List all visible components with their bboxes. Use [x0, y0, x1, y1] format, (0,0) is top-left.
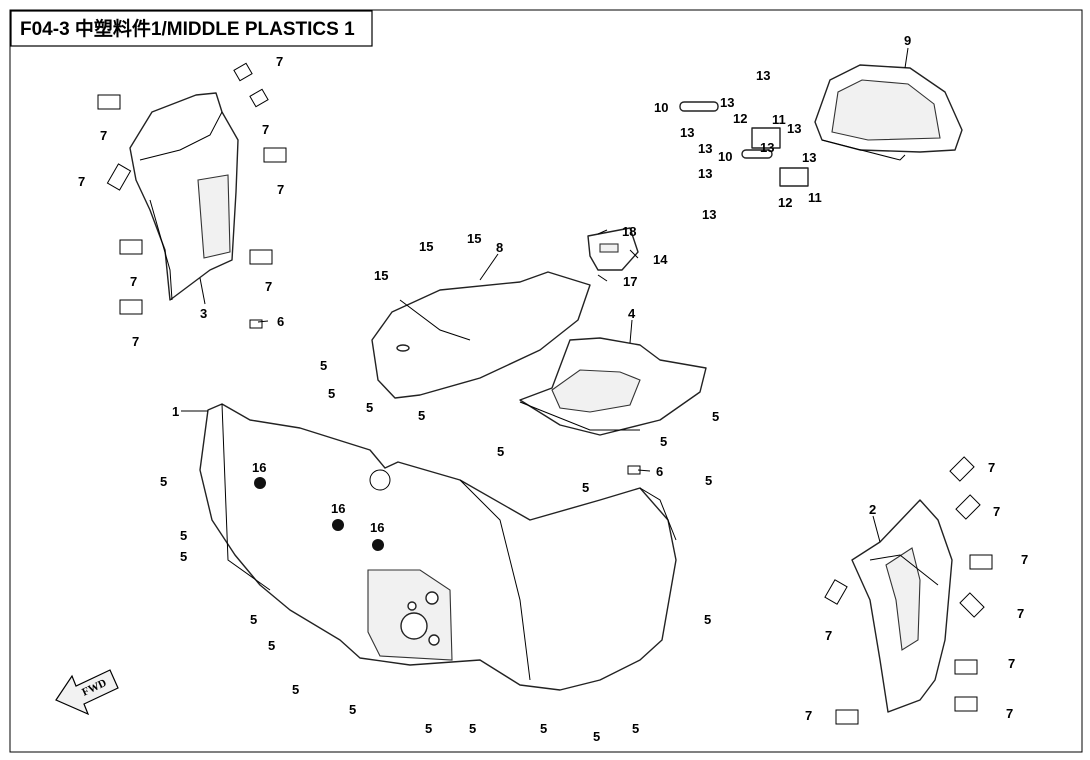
callout-5: 5 [497, 444, 504, 459]
fasteners [97, 62, 993, 725]
callout-7: 7 [132, 334, 139, 349]
callout-13: 13 [756, 68, 770, 83]
callout-5: 5 [425, 721, 432, 736]
callout-18: 18 [622, 224, 636, 239]
callout-7: 7 [277, 182, 284, 197]
callout-7: 7 [825, 628, 832, 643]
callout-5: 5 [349, 702, 356, 717]
callout-13: 13 [698, 166, 712, 181]
forward-direction-arrow: FWD [55, 669, 119, 716]
callout-7: 7 [805, 708, 812, 723]
callout-4: 4 [628, 306, 636, 321]
callout-7: 7 [78, 174, 85, 189]
callout-5: 5 [268, 638, 275, 653]
part-8-seat [371, 271, 591, 399]
callout-5: 5 [660, 434, 667, 449]
hinge-assembly [679, 101, 809, 187]
callout-3: 3 [200, 306, 207, 321]
callout-12: 12 [778, 195, 792, 210]
callout-13: 13 [802, 150, 816, 165]
part-2-right-side-panel [851, 499, 953, 713]
callout-12: 12 [733, 111, 747, 126]
callout-13: 13 [680, 125, 694, 140]
callout-5: 5 [366, 400, 373, 415]
callout-5: 5 [540, 721, 547, 736]
callout-7: 7 [1017, 606, 1024, 621]
callout-13: 13 [720, 95, 734, 110]
callout-5: 5 [469, 721, 476, 736]
callout-5: 5 [160, 474, 167, 489]
callout-5: 5 [582, 480, 589, 495]
callout-5: 5 [704, 612, 711, 627]
callout-8: 8 [496, 240, 503, 255]
callout-7: 7 [276, 54, 283, 69]
callout-7: 7 [1006, 706, 1013, 721]
callout-15: 15 [467, 231, 481, 246]
callout-1: 1 [172, 404, 179, 419]
callout-5: 5 [418, 408, 425, 423]
callout-5: 5 [328, 386, 335, 401]
diagram-title: F04-3 中塑料件1/MIDDLE PLASTICS 1 [20, 17, 355, 40]
part-1-middle-plastic [199, 403, 677, 691]
callout-7: 7 [1008, 656, 1015, 671]
callout-7: 7 [1021, 552, 1028, 567]
callout-5: 5 [705, 473, 712, 488]
callout-5: 5 [712, 409, 719, 424]
callout-13: 13 [760, 140, 774, 155]
callout-10: 10 [654, 100, 668, 115]
part-4-storage-tray [519, 337, 707, 436]
callout-14: 14 [653, 252, 668, 267]
callout-16: 16 [331, 501, 345, 516]
callout-9: 9 [904, 33, 911, 48]
callout-13: 13 [787, 121, 801, 136]
diagram-frame [9, 9, 1083, 753]
callout-5: 5 [180, 549, 187, 564]
callout-7: 7 [988, 460, 995, 475]
callout-16: 16 [252, 460, 266, 475]
callout-5: 5 [250, 612, 257, 627]
title-box [10, 10, 373, 47]
callout-6: 6 [656, 464, 663, 479]
callout-5: 5 [632, 721, 639, 736]
callout-7: 7 [993, 504, 1000, 519]
callout-10: 10 [718, 149, 732, 164]
callout-6: 6 [277, 314, 284, 329]
callout-2: 2 [869, 502, 876, 517]
callout-7: 7 [265, 279, 272, 294]
callout-13: 13 [702, 207, 716, 222]
callout-5: 5 [320, 358, 327, 373]
callout-7: 7 [262, 122, 269, 137]
callout-7: 7 [130, 274, 137, 289]
callout-15: 15 [419, 239, 433, 254]
callout-17: 17 [623, 274, 637, 289]
callout-5: 5 [180, 528, 187, 543]
callout-labels: 1 2 3 4 5 5 5 5 5 5 5 5 5 5 5 5 5 5 5 5 … [78, 33, 1028, 744]
part-14-bracket [587, 227, 639, 271]
part-3-left-side-panel [129, 92, 239, 301]
callout-5: 5 [292, 682, 299, 697]
leader-lines [181, 47, 909, 543]
callout-7: 7 [100, 128, 107, 143]
callout-13: 13 [698, 141, 712, 156]
callout-11: 11 [772, 112, 786, 127]
part-9-rear-panel [814, 64, 963, 161]
callout-15: 15 [374, 268, 388, 283]
callout-11: 11 [808, 190, 822, 205]
callout-16: 16 [370, 520, 384, 535]
callout-5: 5 [593, 729, 600, 744]
